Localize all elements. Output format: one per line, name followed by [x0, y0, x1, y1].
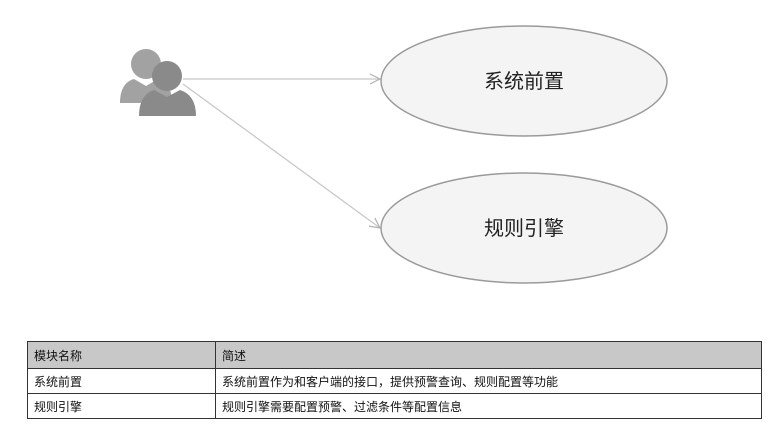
column-header-module-name: 模块名称 [27, 341, 216, 369]
table-row: 系统前置 系统前置作为和客户端的接口，提供预警查询、规则配置等功能 [27, 368, 762, 394]
table-row: 规则引擎 规则引擎需要配置预警、过滤条件等配置信息 [27, 393, 762, 419]
module-description-cell: 系统前置作为和客户端的接口，提供预警查询、规则配置等功能 [215, 368, 762, 394]
use-case-rule-engine: 规则引擎 [380, 172, 668, 284]
connector-line-2 [182, 83, 380, 228]
use-case-system-frontend: 系统前置 [380, 25, 668, 137]
table-header-row: 模块名称 简述 [27, 341, 762, 369]
use-case-diagram: 系统前置 规则引擎 [120, 25, 668, 284]
users-icon [120, 49, 196, 116]
module-name-cell: 系统前置 [27, 368, 216, 394]
use-case-label: 规则引擎 [484, 216, 564, 240]
module-name-cell: 规则引擎 [27, 393, 216, 419]
column-header-description: 简述 [215, 341, 762, 369]
use-case-label: 系统前置 [484, 69, 564, 93]
module-description-cell: 规则引擎需要配置预警、过滤条件等配置信息 [215, 393, 762, 419]
module-table: 模块名称 简述 系统前置 系统前置作为和客户端的接口，提供预警查询、规则配置等功… [27, 341, 762, 419]
